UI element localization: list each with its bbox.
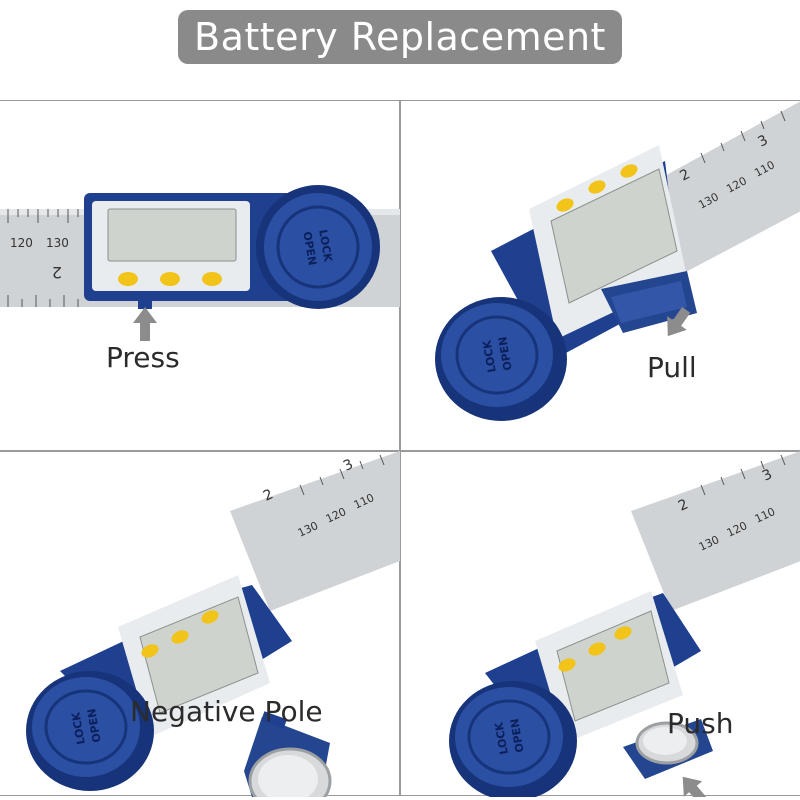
steel-ruler [631, 451, 800, 611]
step-panel-negative-pole: 3 2 130 120 110 LOCK OPEN Negative P [0, 451, 400, 799]
step-caption: Pull [647, 351, 697, 384]
ruler-inch-number: 2 [52, 263, 62, 282]
grid-divider-vertical [399, 101, 401, 795]
pull-arrow-icon [667, 307, 691, 337]
cap-label-open: OPEN [508, 718, 527, 754]
dm-button[interactable] [199, 608, 220, 626]
cap-label-open: OPEN [85, 708, 104, 744]
steps-grid: 120 130 2 LOCK OPEN Press [0, 100, 800, 799]
press-arrow-icon [133, 307, 157, 341]
hold-button[interactable] [586, 178, 607, 196]
cap-label-lock: LOCK [480, 339, 499, 374]
lcd-screen [550, 168, 678, 304]
dm-button[interactable] [612, 624, 633, 642]
onoff-zero-button[interactable] [554, 196, 575, 214]
lcd-screen [556, 610, 670, 722]
step-panel-push: 3 2 130 120 110 LOCK OPEN [401, 451, 800, 799]
protractor-illustration-press: 120 130 2 LOCK OPEN [0, 185, 400, 341]
hold-button[interactable] [586, 640, 607, 658]
ruler-number: 120 [10, 236, 33, 250]
cap-label-open: OPEN [496, 336, 515, 372]
step-caption: Negative Pole [130, 695, 323, 728]
cap-label-lock: LOCK [316, 229, 335, 264]
onoff-zero-button[interactable] [118, 272, 138, 286]
protractor-illustration-negative-pole: 3 2 130 120 110 LOCK OPEN [26, 451, 400, 797]
lcd-screen [139, 596, 259, 714]
dm-button[interactable] [618, 162, 639, 180]
hold-button[interactable] [160, 272, 180, 286]
hold-button[interactable] [169, 628, 190, 646]
page-title: Battery Replacement [178, 10, 622, 64]
protractor-illustration-pull: 3 2 130 120 110 LOCK OPEN [435, 101, 800, 421]
grid-divider-horizontal [0, 450, 800, 452]
step-caption: Push [667, 707, 734, 740]
onoff-zero-button[interactable] [139, 642, 160, 660]
steel-ruler [230, 451, 400, 611]
push-arrow-icon [682, 776, 708, 797]
release-tab[interactable] [138, 301, 152, 309]
battery-cap[interactable] [264, 193, 372, 301]
step-caption: Press [106, 341, 180, 374]
onoff-zero-button[interactable] [556, 656, 577, 674]
step-panel-press: 120 130 2 LOCK OPEN Press [0, 101, 400, 449]
protractor-illustration-push: 3 2 130 120 110 LOCK OPEN [449, 451, 800, 797]
cap-label-lock: LOCK [492, 721, 511, 756]
dm-button[interactable] [202, 272, 222, 286]
step-panel-pull: 3 2 130 120 110 LOCK OPEN [401, 101, 800, 449]
ruler-number: 130 [46, 236, 69, 250]
lcd-screen [107, 208, 237, 262]
cap-label-open: OPEN [300, 231, 319, 267]
cap-label-lock: LOCK [69, 711, 88, 746]
